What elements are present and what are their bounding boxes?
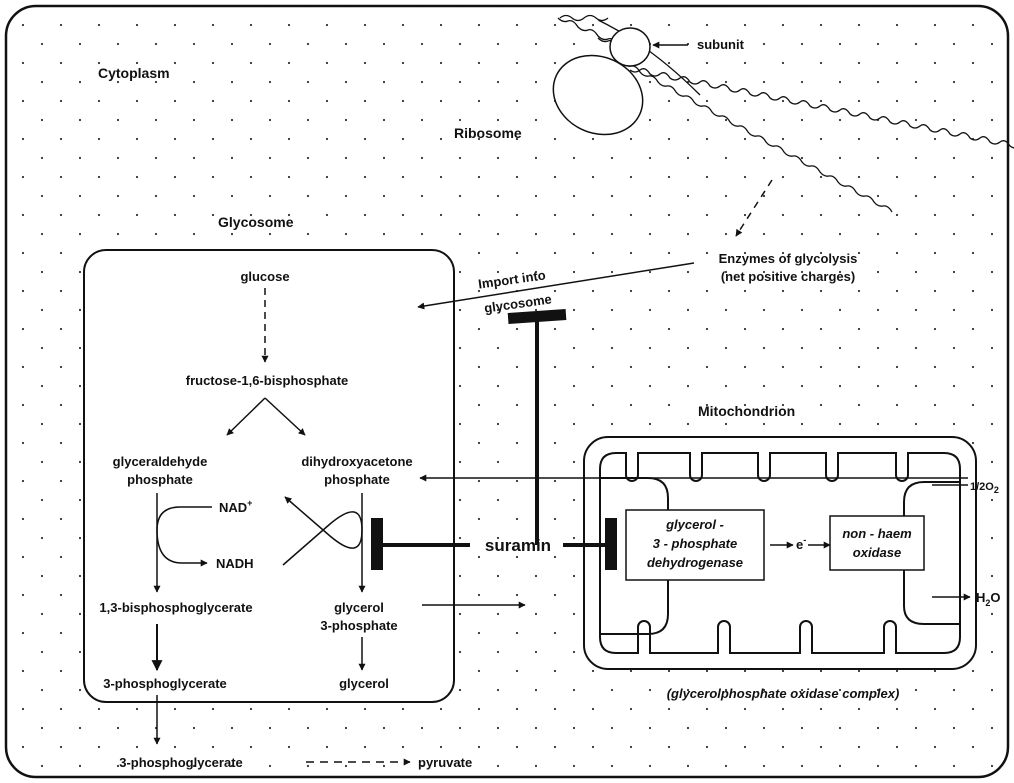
suramin-gpdh-inhibition-bar bbox=[605, 518, 617, 570]
mitochondrion-outer-membrane bbox=[583, 436, 977, 670]
gpdh-label-line2: 3 - phosphate bbox=[653, 536, 738, 551]
mitochondrion-inner-membrane bbox=[599, 452, 961, 654]
enzymes-dashed-arrow bbox=[735, 179, 773, 237]
g3p-label-line2: 3-phosphate bbox=[320, 618, 397, 633]
mitochondrion-label: Mitochondrion bbox=[698, 403, 795, 419]
suramin-label: suramin bbox=[485, 536, 551, 555]
nad-label-charge: + bbox=[247, 498, 252, 508]
gpdh-box bbox=[625, 509, 765, 581]
glycosome-label: Glycosome bbox=[218, 214, 294, 230]
electron-label-base: e bbox=[796, 537, 803, 552]
subunit-label: subunit bbox=[697, 37, 745, 52]
gap-label-line2: phosphate bbox=[127, 472, 193, 487]
oxygen-label: 1/2O2 bbox=[970, 481, 999, 495]
enzymes-label-line1: Enzymes of glycolysis bbox=[719, 251, 858, 266]
nadh-label: NADH bbox=[216, 556, 254, 571]
pg3-outside-label: 3-phosphoglycerate bbox=[119, 755, 243, 770]
gap-label-line1: glyceraldehyde bbox=[113, 454, 208, 469]
complex-label: (glycerolphosphate oxidase complex) bbox=[667, 686, 900, 701]
mitochondrion bbox=[583, 436, 977, 670]
ribosome-small-subunit bbox=[609, 27, 651, 67]
water-label-h: H bbox=[976, 590, 985, 605]
pg3-inside-label: 3-phosphoglycerate bbox=[103, 676, 227, 691]
mrna-strand-lower bbox=[621, 61, 893, 213]
pyruvate-label: pyruvate bbox=[418, 755, 472, 770]
nadh-recycle-loop bbox=[282, 496, 363, 566]
fructose-label: fructose-1,6-bisphosphate bbox=[186, 373, 349, 388]
dhap-label-line1: dihydroxyacetone bbox=[301, 454, 412, 469]
oxygen-label-base: 1/2O bbox=[970, 481, 994, 493]
ribosome-label: Ribosome bbox=[454, 125, 522, 141]
water-label-subscript: 2 bbox=[985, 598, 990, 608]
water-label: H2O bbox=[976, 590, 1001, 608]
cytoplasm-label: Cytoplasm bbox=[98, 65, 170, 81]
electron-label: e- bbox=[796, 535, 806, 552]
fbp-to-dhap-arrow bbox=[264, 397, 306, 436]
glycerol-label: glycerol bbox=[339, 676, 389, 691]
oxidase-label-line1: non - haem bbox=[842, 526, 912, 541]
import-arrow bbox=[417, 262, 695, 310]
bpg-label: 1,3-bisphosphoglycerate bbox=[99, 600, 252, 615]
oxidase-label-line2: oxidase bbox=[853, 545, 901, 560]
water-label-o: O bbox=[990, 590, 1000, 605]
suramin-import-inhibition-bar bbox=[507, 308, 567, 325]
glucose-label: glucose bbox=[240, 269, 289, 284]
gpdh-label-line1: glycerol - bbox=[665, 517, 724, 532]
enzymes-label-line2: (net positive charges) bbox=[721, 269, 855, 284]
nad-label: NAD+ bbox=[219, 498, 252, 515]
dhap-label-line2: phosphate bbox=[324, 472, 390, 487]
g3p-label-line1: glycerol bbox=[334, 600, 384, 615]
oxidase-box bbox=[829, 515, 925, 571]
oxygen-label-subscript: 2 bbox=[994, 485, 999, 495]
nad-label-base: NAD bbox=[219, 500, 247, 515]
suramin-glycosome-inhibition-bar bbox=[371, 518, 383, 570]
electron-label-charge: - bbox=[803, 535, 806, 545]
ribosome-large-subunit bbox=[552, 54, 644, 136]
fbp-to-gap-arrow bbox=[226, 397, 266, 436]
nad-reduction-curve bbox=[156, 506, 212, 567]
gpdh-label-line3: dehydrogenase bbox=[647, 555, 743, 570]
